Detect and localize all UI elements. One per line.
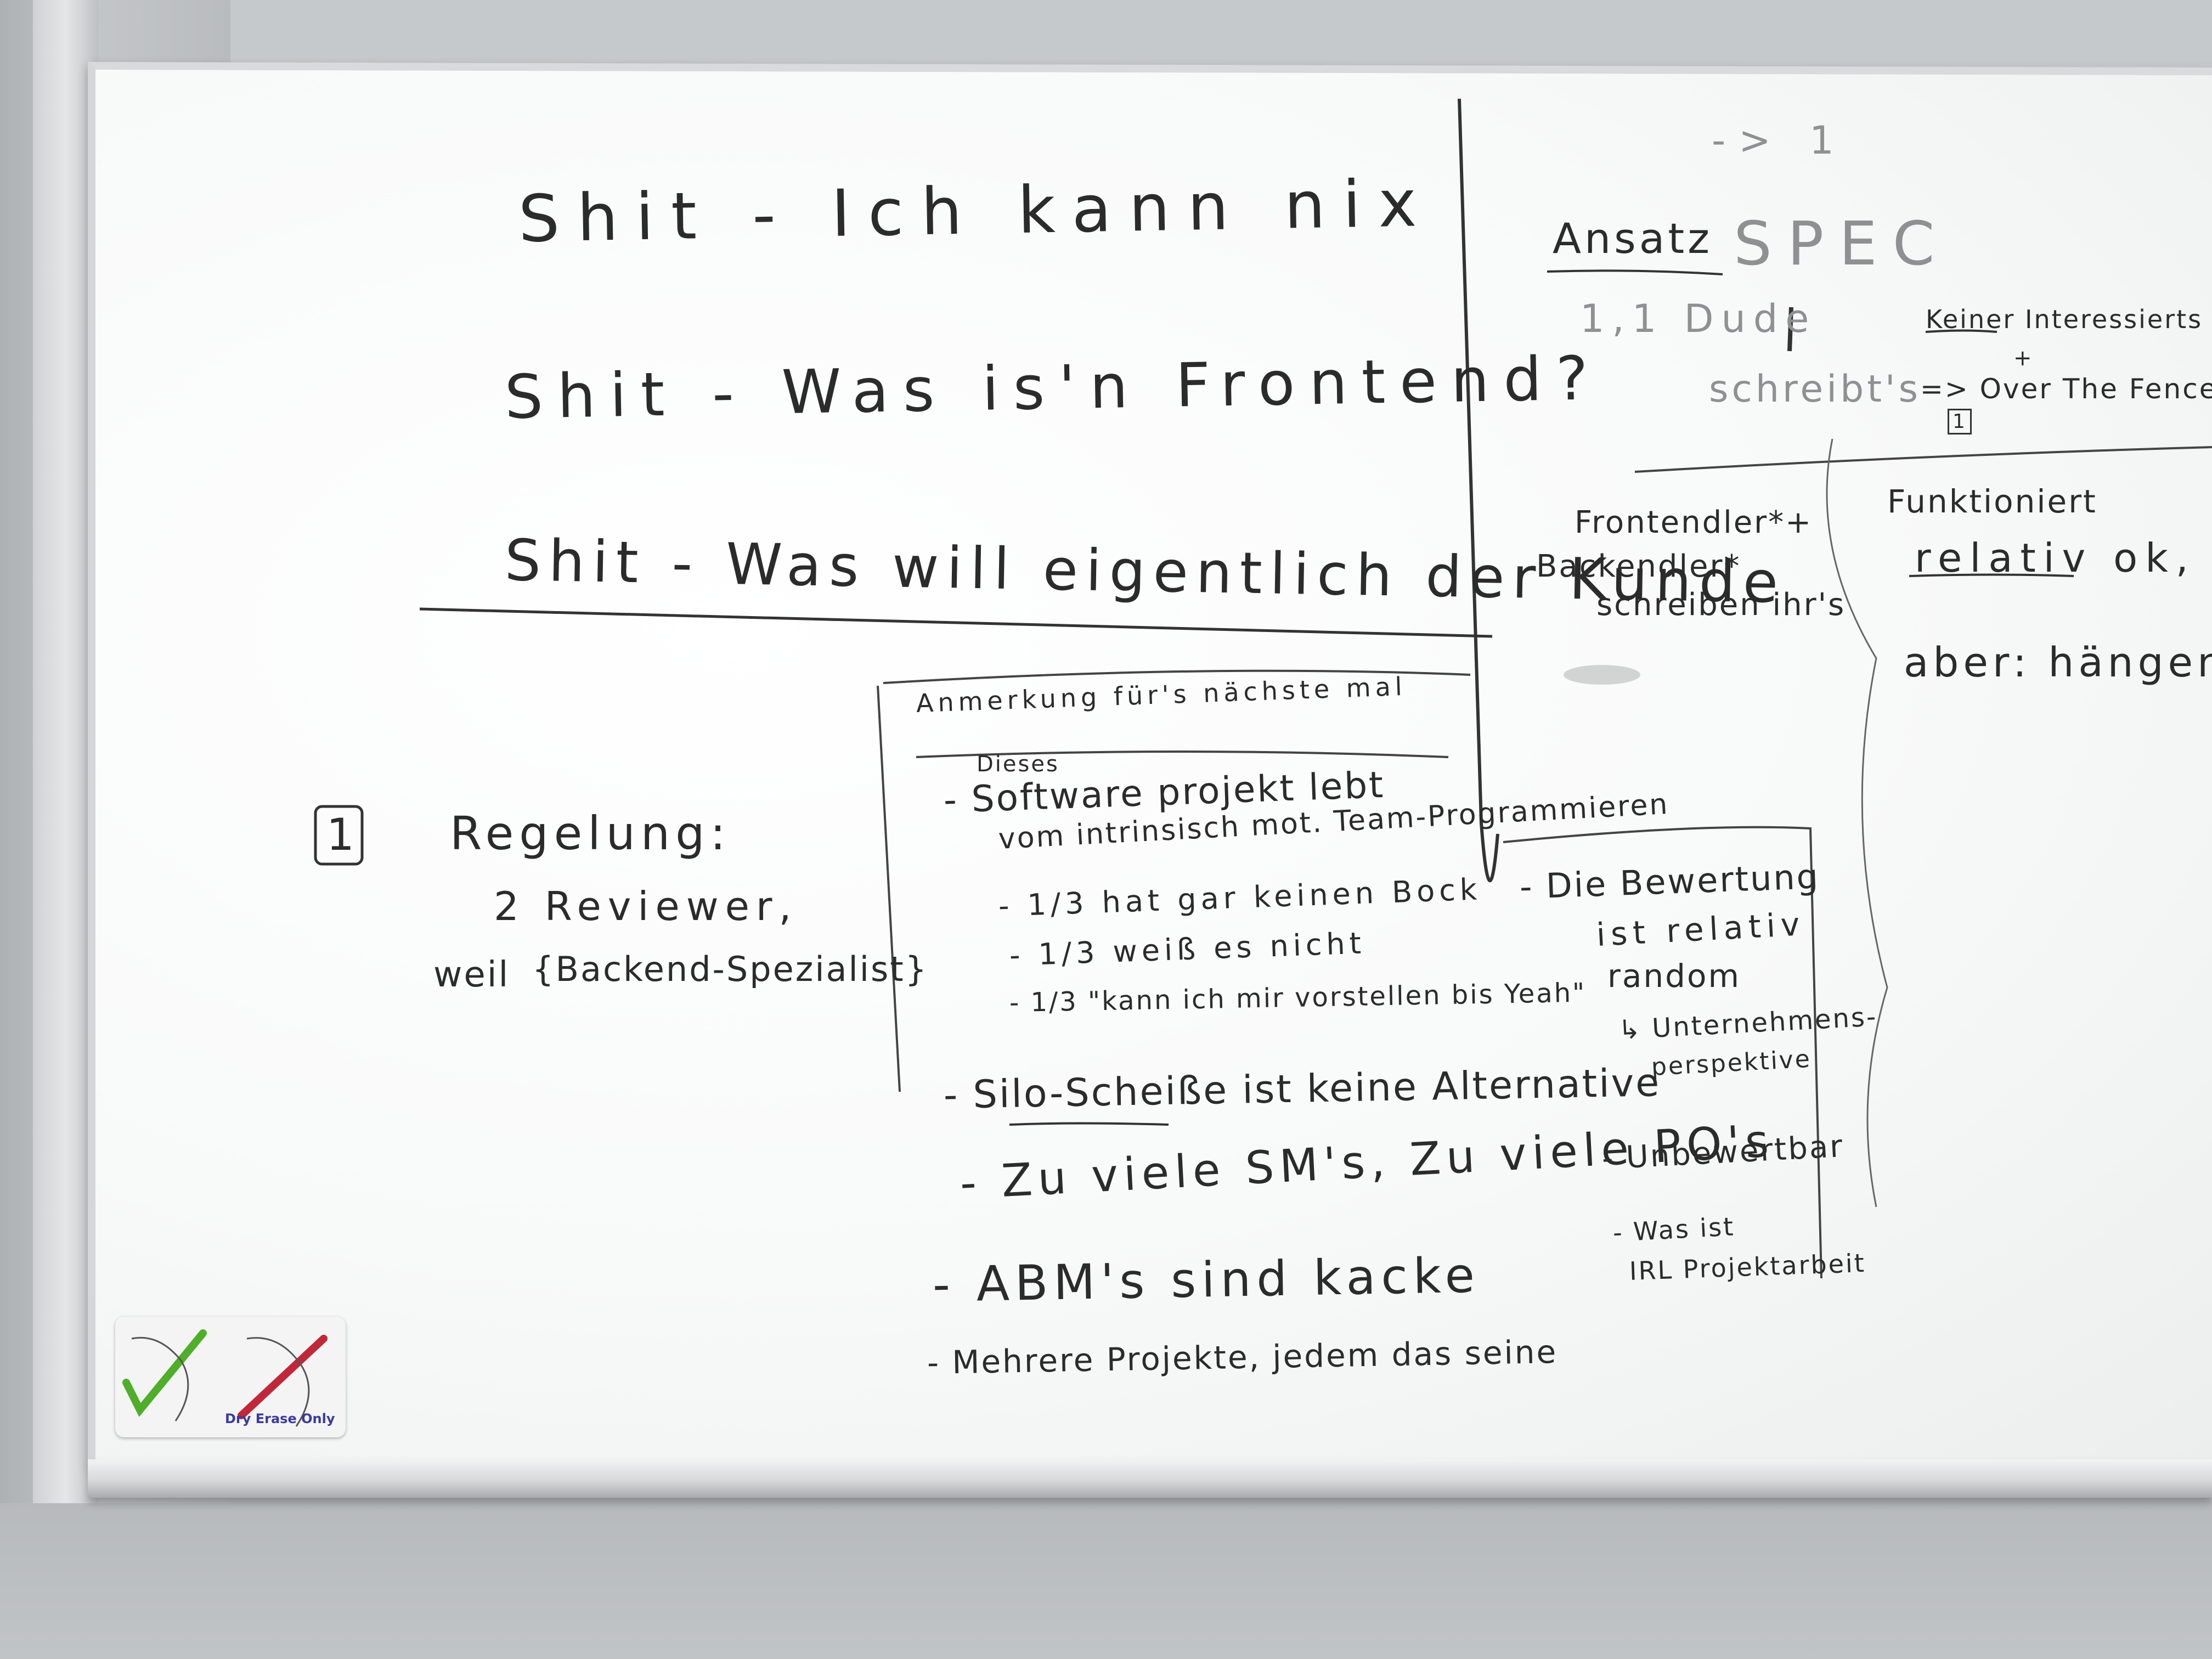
side-item-3: random [1607,957,1741,995]
marker-tray [88,1459,2212,1498]
right-col2-fence: => Over The Fence [1920,373,2212,405]
whiteboard-line-1: Shit - Ich kann nix [517,165,1435,257]
regelung-line-1: 2 Reviewer, [494,883,798,929]
regelung-title: Regelung: [450,806,731,860]
right-col1-dude: 1,1 Dude [1580,296,1817,341]
regelung-line-2-brace: {Backend-Spezialist} [532,949,929,989]
right-col1-schreibts: schreibt's [1709,368,1922,411]
note-item-dieses: Dieses [977,752,1059,777]
hand-right-outline [246,1337,310,1427]
right-col1-backendler: Backendler* [1536,549,1741,584]
number-box-label: 1 [326,809,358,860]
right-col1-schreiben: schreiben ihr's [1596,587,1846,623]
wall-top [208,0,2212,66]
ansatz-label: Ansatz [1553,214,1713,263]
right-col2-aber: aber: hängende [1904,639,2212,686]
red-strike-icon [238,1335,328,1419]
right-col2-plus: + [2013,346,2034,371]
note-item-8: - ABM's sind kacke [932,1246,1481,1313]
spec-label: SPEC [1734,208,1950,279]
green-check-icon [122,1329,207,1417]
right-col2-keiner: Keiner Interessierts [1926,304,2203,334]
sticker-label: Dry Erase Only [225,1411,335,1426]
dry-erase-sticker: Dry Erase Only [115,1317,346,1437]
right-col2-relativ: relativ ok, [1915,535,2196,581]
wall-bottom [0,1503,2212,1659]
faint-top-note: -> 1 [1712,118,1847,163]
hand-left-outline [131,1336,189,1421]
right-col1-frontendler: Frontendler*+ [1575,505,1813,540]
regelung-line-2-prefix: weil [433,955,510,995]
right-col2-funktioniert: Funktioniert [1887,483,2097,520]
pen-icons [122,1329,328,1427]
right-col2-box: 1 [1948,409,1972,435]
